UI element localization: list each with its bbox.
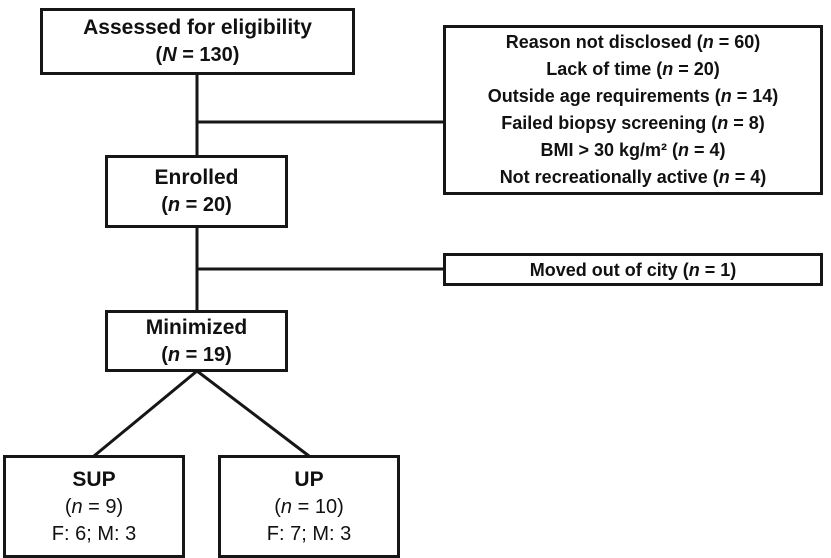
sup-group-box: SUP (n = 9) F: 6; M: 3 [3, 455, 185, 558]
assessed-eligibility-box: Assessed for eligibility (N = 130) [40, 8, 355, 75]
moved-out-box: Moved out of city (n = 1) [443, 253, 823, 286]
minimized-title: Minimized [145, 315, 248, 339]
sup-count: (n = 9) [64, 496, 124, 518]
enrolled-box: Enrolled (n = 20) [105, 155, 288, 228]
minimized-box: Minimized (n = 19) [105, 310, 288, 372]
enrolled-title: Enrolled [154, 166, 239, 189]
assessed-title: Assessed for eligibility [83, 16, 312, 39]
exclusion-reasons-box: Reason not disclosed (n = 60) Lack of ti… [443, 25, 823, 195]
exclusion-reason: Outside age requirements (n = 14) [487, 86, 779, 106]
enrolled-count: (n = 20) [161, 194, 232, 216]
sup-sex-split: F: 6; M: 3 [51, 523, 137, 545]
exclusion-reason: Lack of time (n = 20) [546, 59, 720, 79]
exclusion-reason: Reason not disclosed (n = 60) [505, 32, 761, 52]
minimized-count: (n = 19) [161, 343, 232, 366]
exclusion-reason: Failed biopsy screening (n = 8) [501, 113, 765, 133]
sup-title: SUP [72, 468, 116, 491]
up-title: UP [294, 468, 324, 491]
exclusion-reason: BMI > 30 kg/m² (n = 4) [540, 140, 726, 160]
up-count: (n = 10) [274, 496, 344, 518]
up-sex-split: F: 7; M: 3 [266, 523, 352, 545]
moved-out-text: Moved out of city (n = 1) [529, 259, 737, 280]
exclusion-reason: Not recreationally active (n = 4) [499, 167, 767, 187]
assessed-count: (N = 130) [155, 44, 240, 66]
up-group-box: UP (n = 10) F: 7; M: 3 [218, 455, 400, 558]
